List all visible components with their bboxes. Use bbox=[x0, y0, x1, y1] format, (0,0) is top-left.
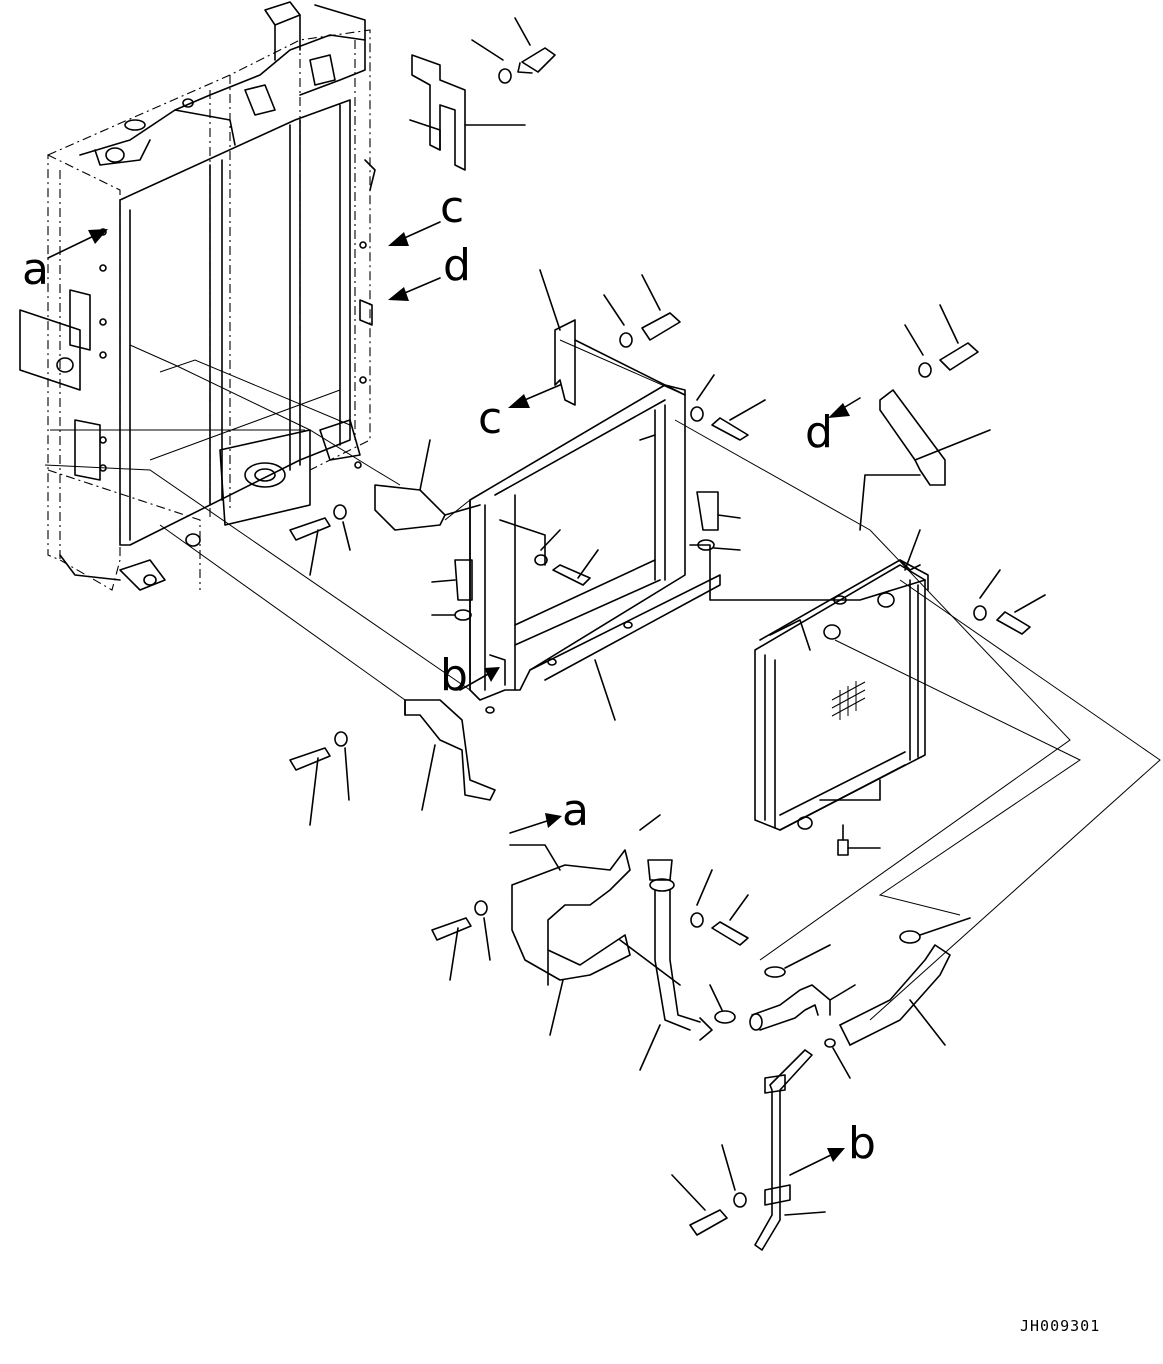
top-washer-bolt bbox=[471, 17, 556, 84]
view-label-d-right: d bbox=[805, 407, 833, 458]
assembly-lines bbox=[44, 339, 1161, 1021]
drain-washer-bolt bbox=[671, 1144, 747, 1236]
view-label-a-left: a bbox=[22, 244, 49, 295]
vertical-bolt-left bbox=[431, 559, 473, 621]
left-clip-bracket bbox=[374, 439, 481, 531]
radiator-support-frame bbox=[469, 384, 721, 721]
vertical-bolt-right bbox=[696, 491, 741, 551]
radiator-side-washer-bolt bbox=[973, 569, 1046, 635]
view-label-a-lower: a bbox=[562, 785, 589, 836]
upper-bracket bbox=[409, 54, 526, 171]
radiator-core bbox=[689, 529, 929, 856]
bracket-d bbox=[859, 304, 991, 531]
drawing-number: JH009301 bbox=[1020, 1317, 1100, 1335]
upper-hose bbox=[709, 984, 856, 1031]
filler-washer-bolt bbox=[690, 869, 749, 946]
view-label-c-top: c bbox=[440, 182, 464, 233]
filler-pipe bbox=[619, 814, 713, 1071]
view-label-d-top: d bbox=[443, 240, 471, 291]
left-lower-washer-bolt bbox=[289, 731, 350, 826]
drain-tube bbox=[754, 1049, 826, 1251]
frame-side-washer-bolt bbox=[690, 374, 766, 441]
bracket-c bbox=[539, 269, 686, 406]
main-frame-assembly bbox=[19, 1, 376, 591]
bracket-a bbox=[509, 844, 631, 1036]
view-label-b-mid: b bbox=[440, 650, 468, 701]
view-label-c-mid: c bbox=[478, 393, 502, 444]
mid-top-washer-bolt bbox=[603, 274, 681, 348]
lower-hose bbox=[839, 917, 971, 1046]
view-label-b-lower: b bbox=[848, 1118, 876, 1169]
frame-inner-washer-bolt bbox=[534, 529, 599, 586]
view-arrows bbox=[47, 221, 861, 1176]
bracket-b bbox=[404, 699, 496, 811]
left-mid-washer-bolt bbox=[289, 504, 351, 576]
hose-clamp bbox=[764, 944, 851, 1079]
bracket-a-washer-bolt bbox=[431, 900, 491, 981]
